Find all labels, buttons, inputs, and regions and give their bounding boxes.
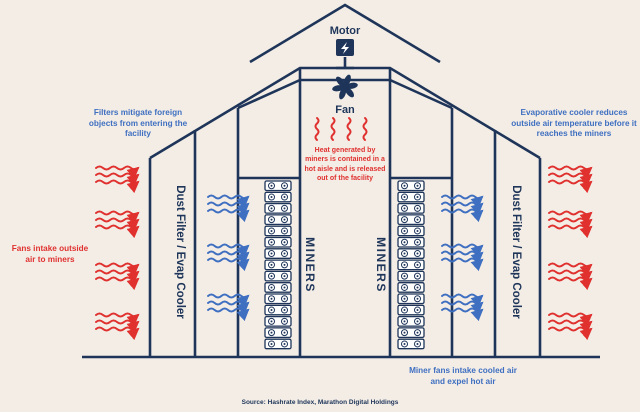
hot-air-wave-icon	[95, 179, 140, 194]
hot-air-wave-icon	[548, 312, 593, 327]
miner-unit-icon	[264, 202, 292, 214]
miner-unit-icon	[264, 191, 292, 203]
miner-fans-note: Miner fans intake cooled air and expel h…	[409, 366, 517, 386]
cool-air-wave-icon	[207, 250, 250, 265]
hot-air-wave-icon	[95, 172, 140, 187]
miner-unit-icon	[397, 338, 425, 350]
heat-wave-icon	[330, 117, 336, 141]
cool-air-wave-icon	[441, 307, 484, 322]
hot-air-wave-icon	[548, 179, 593, 194]
cool-air-wave-icon	[441, 300, 484, 315]
hot-air-wave-icon	[95, 165, 140, 180]
miner-unit-icon	[397, 180, 425, 192]
miner-unit-icon	[397, 248, 425, 259]
cool-air-wave-icon	[207, 300, 250, 315]
cool-air-wave-icon	[207, 307, 250, 322]
evap-note: Evaporative cooler reduces outside air t…	[511, 108, 637, 138]
hot-air-wave-icon	[95, 326, 140, 341]
miners-left-label: MINERS	[303, 237, 317, 293]
miner-unit-icon	[397, 259, 425, 271]
filter-right-label: Dust Filter / Evap Cooler	[510, 185, 522, 319]
miner-unit-icon	[264, 225, 292, 237]
filter-left-label: Dust Filter / Evap Cooler	[174, 185, 186, 319]
heat-wave-icon	[346, 117, 352, 141]
miner-unit-icon	[264, 236, 292, 248]
hot-air-wave-icon	[95, 262, 140, 277]
miner-unit-icon	[264, 315, 292, 327]
fan-label: Fan	[335, 104, 355, 116]
miner-unit-icon	[397, 293, 425, 305]
hot-air-wave-icon	[95, 210, 140, 225]
cool-air-wave-icon	[207, 201, 250, 216]
hot-air-wave-icon	[95, 217, 140, 232]
cool-air-wave-icon	[441, 293, 484, 308]
cool-air-wave-icon	[207, 257, 250, 272]
hot-air-wave-icon	[548, 210, 593, 225]
heat-wave-icon	[362, 117, 368, 141]
miner-unit-icon	[397, 270, 425, 282]
hot-air-wave-icon	[95, 269, 140, 284]
miner-unit-icon	[264, 293, 292, 305]
hot-air-wave-icon	[95, 312, 140, 327]
miner-unit-icon	[264, 282, 292, 293]
heat-wave-icon	[314, 117, 320, 141]
fan-icon	[332, 74, 358, 100]
hot-air-wave-icon	[95, 319, 140, 334]
cool-air-wave-icon	[441, 208, 484, 223]
hot-air-wave-icon	[548, 269, 593, 284]
miners-right-label: MINERS	[374, 237, 388, 293]
hot-air-wave-icon	[548, 217, 593, 232]
miner-unit-icon	[397, 304, 425, 316]
miner-unit-icon	[264, 338, 292, 350]
miner-unit-icon	[264, 180, 292, 192]
motor-label: Motor	[330, 25, 361, 37]
miner-unit-icon	[264, 214, 292, 226]
miner-unit-icon	[397, 214, 425, 226]
miner-unit-icon	[397, 315, 425, 327]
fans-intake-note: Fans intake outside air to miners	[11, 244, 89, 264]
miner-unit-icon	[397, 327, 425, 339]
cool-air-wave-icon	[441, 257, 484, 272]
miner-unit-icon	[397, 202, 425, 214]
cool-air-wave-icon	[441, 243, 484, 258]
miner-unit-icon	[397, 225, 425, 237]
miner-unit-icon	[264, 327, 292, 339]
hot-air-wave-icon	[95, 276, 140, 291]
hot-air-wave-icon	[95, 224, 140, 239]
cool-air-wave-icon	[441, 194, 484, 209]
miner-unit-icon	[264, 259, 292, 271]
source-label: Source: Hashrate Index, Marathon Digital…	[242, 399, 399, 406]
miner-unit-icon	[264, 270, 292, 282]
miner-unit-icon	[397, 191, 425, 203]
heat-note: Heat generated by miners is contained in…	[304, 147, 386, 183]
motor-icon	[336, 39, 354, 56]
hot-air-wave-icon	[548, 276, 593, 291]
cool-air-wave-icon	[207, 293, 250, 308]
cool-air-wave-icon	[207, 243, 250, 258]
filters-note: Filters mitigate foreign objects from en…	[88, 108, 188, 138]
hot-air-wave-icon	[548, 172, 593, 187]
miner-unit-icon	[397, 282, 425, 293]
cool-air-wave-icon	[441, 250, 484, 265]
miner-unit-icon	[264, 304, 292, 316]
outer-roof	[149, 66, 541, 160]
hot-air-wave-icon	[548, 165, 593, 180]
hot-air-wave-icon	[548, 326, 593, 341]
hot-air-wave-icon	[548, 262, 593, 277]
cool-air-wave-icon	[207, 194, 250, 209]
cool-air-wave-icon	[207, 208, 250, 223]
top-roof	[249, 3, 441, 64]
hot-air-wave-icon	[548, 224, 593, 239]
cool-air-wave-icon	[441, 201, 484, 216]
miner-unit-icon	[264, 248, 292, 259]
hot-air-wave-icon	[548, 319, 593, 334]
miner-unit-icon	[397, 236, 425, 248]
